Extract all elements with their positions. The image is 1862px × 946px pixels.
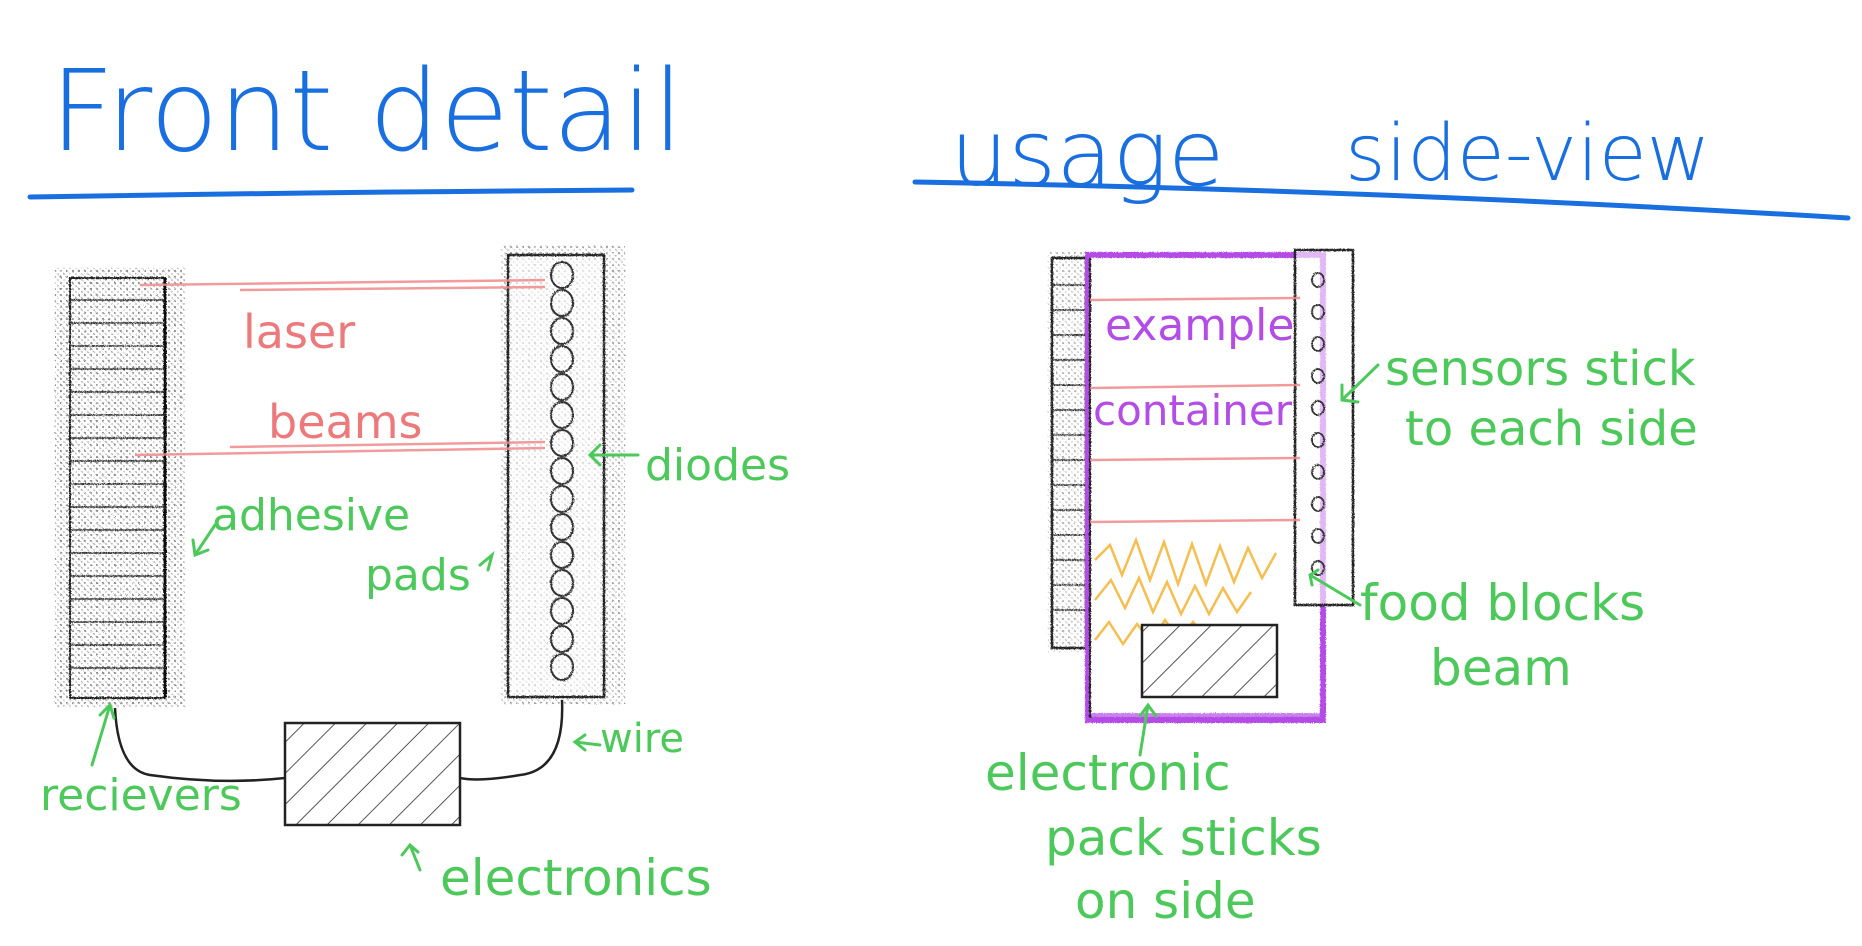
- electronic-pack: [1140, 623, 1279, 699]
- usage-title: usage: [950, 100, 1224, 207]
- wire-label: wire: [600, 716, 684, 762]
- front-detail-underline: [27, 187, 635, 200]
- pads-label: pads: [365, 550, 471, 601]
- pack-label-line1: electronic: [985, 744, 1231, 802]
- adhesive-label: adhesive: [212, 490, 410, 541]
- recievers-label: recievers: [40, 770, 242, 821]
- diode-icon: [550, 261, 574, 681]
- side-view-title: side-view: [1345, 109, 1710, 199]
- arrow-icon: [1138, 363, 1380, 757]
- usage-side-view-panel: usage side-view: [912, 100, 1851, 930]
- diode-icon: [1311, 272, 1325, 576]
- diode-strip: [500, 245, 625, 705]
- pack-label-line2: pack sticks: [1045, 809, 1322, 867]
- sensors-label-line1: sensors stick: [1385, 341, 1696, 397]
- food-label-line2: beam: [1430, 639, 1572, 697]
- beams-text: beams: [268, 395, 422, 449]
- electronics-box: [283, 721, 462, 827]
- wire: [459, 699, 564, 781]
- front-detail-title: Front detail: [50, 47, 684, 177]
- wire: [113, 707, 286, 783]
- laser-beams: [134, 278, 546, 457]
- side-receiver-strip: [1048, 252, 1090, 652]
- side-diode-strip: [1293, 248, 1355, 607]
- electronics-label: electronics: [440, 849, 712, 907]
- food-label-line1: food blocks: [1360, 574, 1645, 632]
- example-text: example: [1105, 300, 1294, 351]
- sensors-label-line2: to each side: [1405, 401, 1698, 457]
- container-laser-beams: [1089, 296, 1301, 524]
- usage-underline: [912, 179, 1851, 221]
- arrow-icon: [90, 443, 640, 872]
- container-text: container: [1093, 386, 1293, 435]
- laser-text: laser: [243, 305, 355, 359]
- receiver-strip: [55, 268, 185, 708]
- front-detail-panel: Front detail: [27, 47, 790, 907]
- pack-label-line3: on side: [1075, 872, 1256, 930]
- diodes-label: diodes: [645, 440, 790, 491]
